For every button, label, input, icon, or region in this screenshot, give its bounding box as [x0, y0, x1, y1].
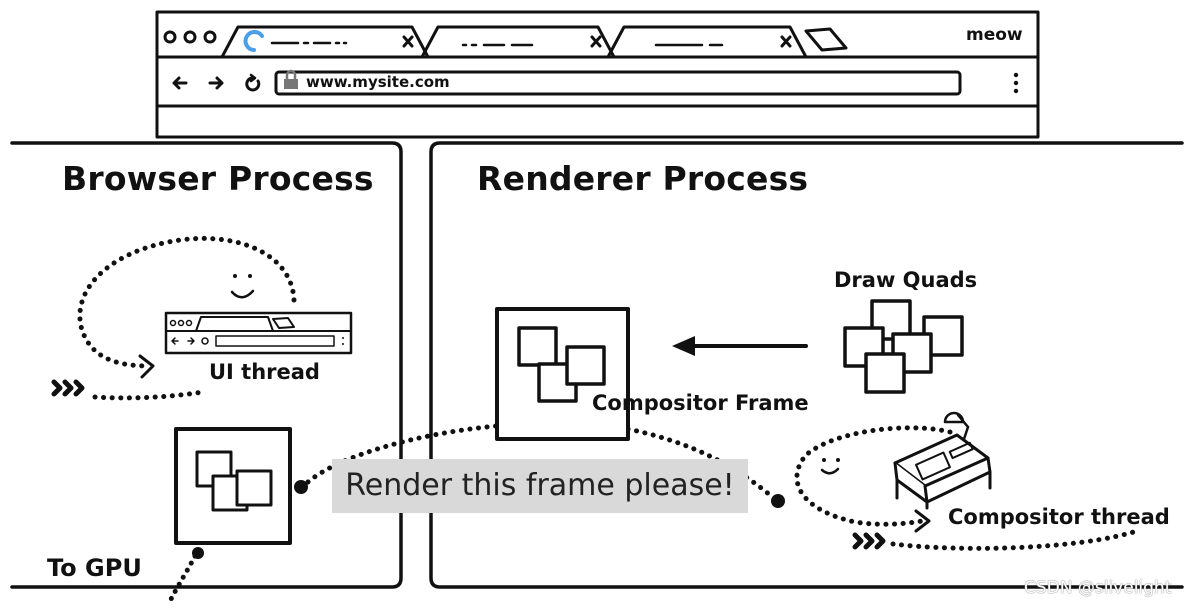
compositor-desk-icon	[893, 433, 992, 510]
arrow-to-compositor-frame	[672, 336, 808, 356]
to-gpu-label: To GPU	[47, 554, 142, 582]
tab-1	[220, 25, 430, 59]
tab-close-icon	[402, 35, 792, 48]
reload-icon	[245, 76, 261, 92]
menu-dots-icon	[1013, 72, 1019, 94]
to-gpu-dot	[192, 547, 204, 559]
tab-2	[420, 25, 616, 59]
loading-spinner-icon	[243, 30, 264, 52]
browser-process-panel	[10, 141, 403, 589]
ui-thread-arrowhead	[138, 354, 155, 379]
browser-brand: meow	[966, 25, 1023, 45]
ui-thread-chevrons-icon	[51, 379, 85, 397]
tab-3	[606, 25, 808, 59]
draw-quads-icon	[843, 299, 964, 394]
to-gpu-path	[165, 553, 198, 608]
gpu-frame-icon	[174, 427, 292, 545]
ui-thread-loop	[77, 235, 297, 401]
new-tab-icon	[804, 27, 848, 52]
compositor-frame-icon	[495, 307, 630, 441]
render-request-message: Render this frame please!	[332, 459, 748, 513]
compositor-thread-face-icon	[820, 458, 840, 475]
renderer-process-panel	[429, 141, 1184, 589]
message-endpoint-right	[771, 494, 785, 508]
message-endpoint-left	[294, 480, 308, 494]
lock-icon	[284, 69, 298, 89]
watermark: CSDN @slivelight	[1024, 578, 1172, 598]
desk-lamp-icon	[943, 411, 970, 444]
compositor-thread-chevrons-icon	[852, 532, 886, 550]
ui-thread-label: UI thread	[209, 360, 320, 384]
forward-arrow-icon	[208, 76, 224, 90]
browser-window-illustration	[155, 10, 1040, 139]
browser-process-title: Browser Process	[62, 159, 374, 198]
url-text[interactable]: www.mysite.com	[306, 73, 450, 91]
compositor-thread-arrowhead	[914, 509, 931, 533]
mini-browser-icon	[164, 311, 353, 355]
compositor-thread-label: Compositor thread	[948, 505, 1170, 529]
message-path	[305, 423, 773, 498]
compositor-frame-label: Compositor Frame	[592, 391, 809, 415]
window-controls-icon	[163, 30, 217, 44]
ui-thread-face-icon	[230, 274, 255, 299]
draw-quads-label: Draw Quads	[834, 268, 978, 292]
address-bar	[274, 70, 962, 96]
renderer-process-title: Renderer Process	[477, 159, 809, 198]
back-arrow-icon	[172, 76, 188, 90]
compositor-thread-loop	[794, 425, 1143, 551]
